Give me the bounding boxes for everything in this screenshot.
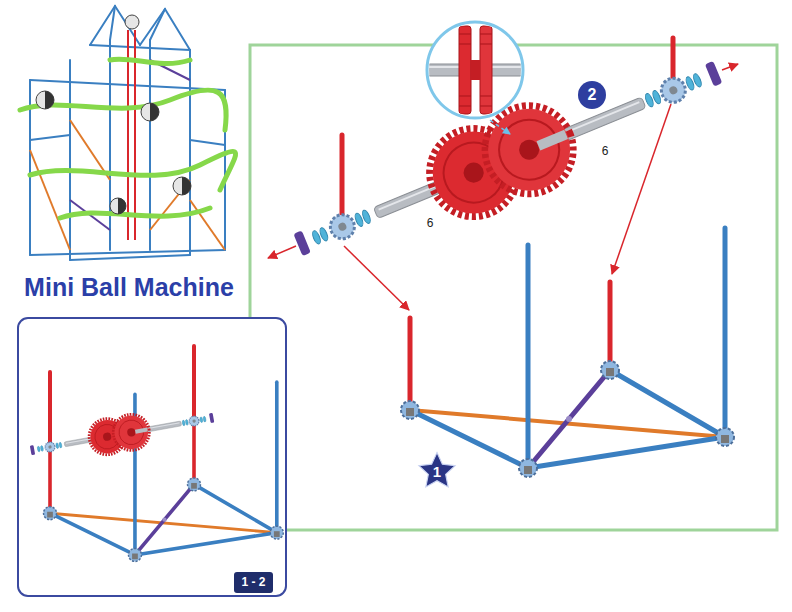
- ball-machine-picture-part-part: [190, 140, 225, 145]
- ball-machine-picture-part: [45, 91, 191, 214]
- ball-machine-picture-part-part: [36, 91, 54, 109]
- ball-machine-picture-part-part: [141, 103, 159, 121]
- ball-machine-picture-part-part: [118, 198, 126, 214]
- ball-machine-picture-part-part: [149, 40, 151, 250]
- ball-machine-picture-part-part: [125, 15, 139, 29]
- detail-callout-part-part: [471, 60, 480, 80]
- product-title: Mini Ball Machine: [15, 274, 243, 302]
- assembled-inset-part: [18, 318, 286, 596]
- detail-callout-part: [490, 120, 510, 134]
- ball-machine-picture-part-part: [30, 150, 70, 250]
- part-length: 6: [600, 144, 611, 158]
- ball-machine-picture-part-part: [20, 90, 226, 130]
- detail-callout-part-part-part: [459, 106, 471, 107]
- ball-machine-picture-part-part: [90, 6, 140, 45]
- step-range-badge: 1 - 2: [234, 572, 273, 593]
- ball-machine-picture-part-part: [60, 208, 210, 218]
- ball-machine-picture-part-part: [150, 103, 159, 121]
- direction-arrow-part: [722, 64, 738, 70]
- ball-machine-picture-part-part: [173, 177, 191, 195]
- detail-callout-part-part-part: [480, 96, 492, 97]
- step-number-text: 1: [433, 464, 441, 481]
- assembled-inset: [18, 318, 286, 596]
- detail-callout-part-part-part: [459, 44, 471, 45]
- ball-machine-picture: [20, 6, 236, 260]
- ball-machine-picture-part-part: [182, 177, 191, 195]
- ball-machine-picture-part-part: [110, 6, 115, 40]
- ball-machine-picture-part-part: [69, 60, 71, 260]
- ball-machine-picture-part-part: [30, 250, 225, 255]
- axle-assembly: [281, 31, 734, 285]
- ball-machine-picture-part-part: [30, 135, 70, 140]
- assembled-inset-part-part: [48, 372, 52, 447]
- detail-callout-part-part: [459, 34, 492, 106]
- ball-machine-picture-part-part: [90, 45, 190, 50]
- detail-callout-part-part-part: [480, 34, 492, 35]
- part-length: 6: [425, 216, 436, 230]
- detail-callout-part-part-part: [459, 34, 471, 35]
- assembled-inset-part: [44, 382, 284, 561]
- ball-machine-picture-part: [30, 6, 225, 260]
- step-number: 2: [578, 81, 606, 109]
- step-number-text: 2: [588, 86, 597, 104]
- ball-machine-picture-part-part: [110, 198, 126, 214]
- detail-callout-part-part-part: [480, 44, 492, 45]
- detail-callout-part: [420, 26, 530, 114]
- detail-callout-part-part: [480, 26, 492, 114]
- assembled-inset-part-part: [192, 346, 196, 421]
- direction-arrow-part: [612, 104, 671, 274]
- ball-machine-picture-part-part: [140, 9, 190, 50]
- ball-machine-picture-part-part: [70, 255, 190, 260]
- ball-machine-picture-part: [20, 59, 236, 218]
- base-frame: [401, 228, 734, 477]
- detail-callout-part-part: [459, 26, 471, 114]
- detail-callout-part-part-part: [459, 96, 471, 97]
- direction-arrow-part: [268, 246, 296, 258]
- ball-machine-picture-part-part: [110, 59, 190, 64]
- direction-arrow-part: [344, 246, 409, 310]
- ball-machine-picture-part-part: [109, 40, 111, 250]
- detail-callout: [420, 22, 530, 134]
- ball-machine-picture-part-part: [30, 151, 236, 190]
- assembled-inset-part: [27, 400, 216, 468]
- step-number-text: 1 - 2: [241, 576, 265, 589]
- ball-machine-picture-part: [36, 15, 191, 214]
- detail-callout-part-part-part: [480, 106, 492, 107]
- star-shape: [419, 453, 455, 487]
- ball-machine-picture-part-part: [150, 9, 165, 40]
- ball-machine-picture-part-part: [45, 91, 54, 109]
- ball-machine-picture-part: [70, 60, 190, 230]
- step-star: 1: [418, 451, 456, 489]
